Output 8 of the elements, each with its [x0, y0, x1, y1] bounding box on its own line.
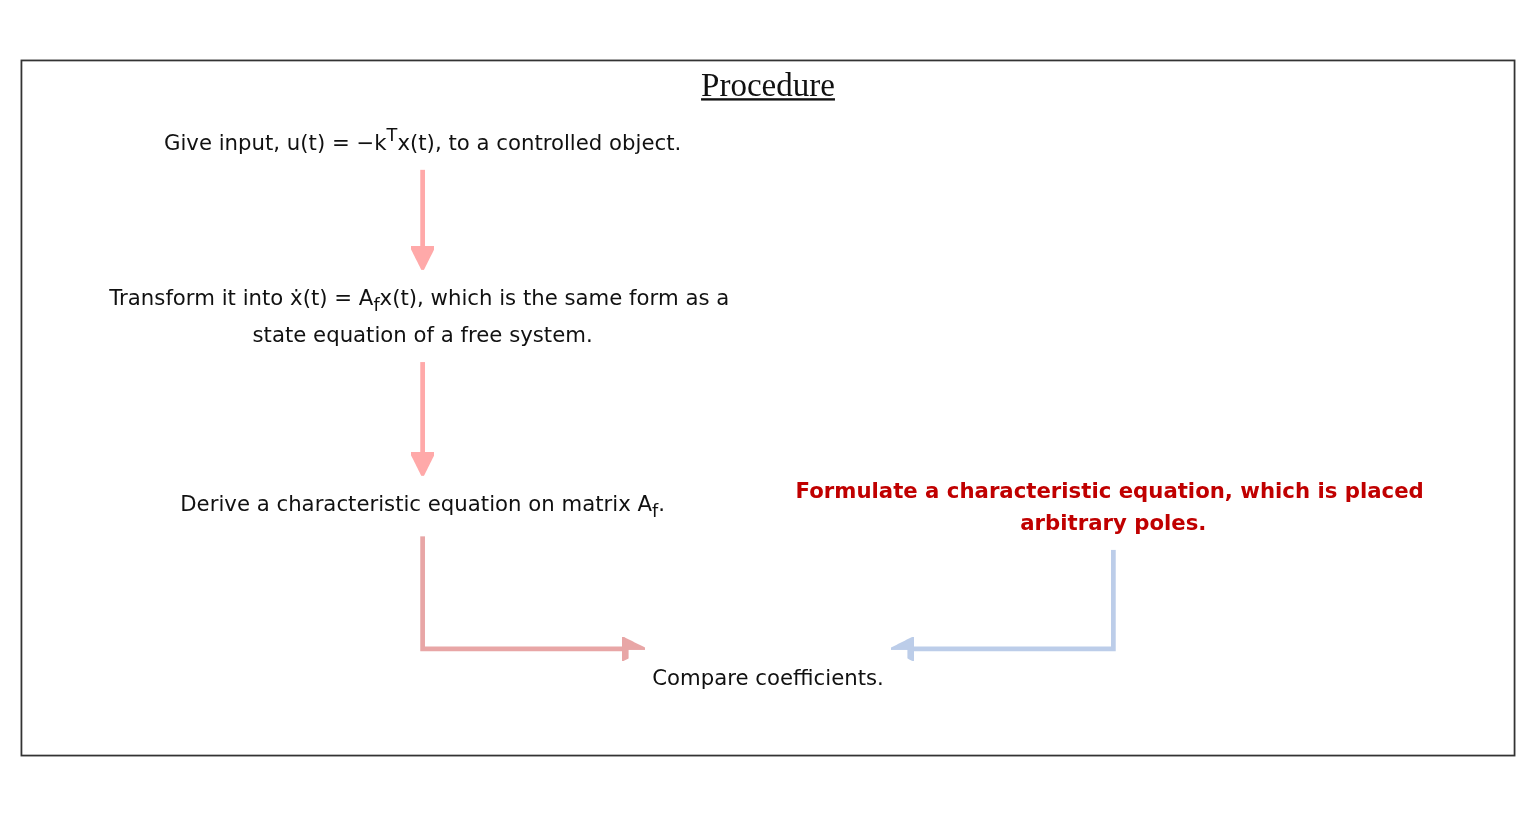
node-text: Transform it into ẋ(t) = A$_{f}$x(t), which is the same form as a state equation of a free system.: [109, 285, 730, 347]
node-text: Give input, u(t) = −k$^{T}$x(t), to a controlled object.: [163, 124, 682, 155]
node-text: Formulate a characteristic equation, which is placed arbitrary poles.: [795, 477, 1424, 535]
arrow: [889, 549, 1116, 662]
arrow: [409, 362, 436, 478]
node-text: Derive a characteristic equation on matrix A$_{f}$.: [180, 491, 665, 522]
arrow: [409, 169, 436, 272]
arrow: [420, 536, 647, 662]
